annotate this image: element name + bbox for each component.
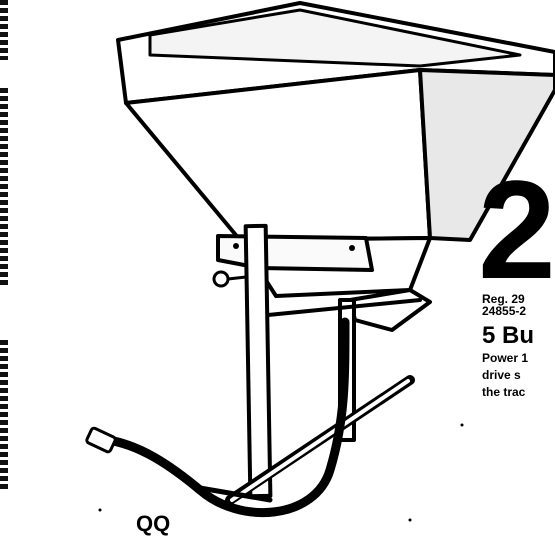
hopper-opening <box>148 8 522 68</box>
reg-number-line1: Reg. 29 <box>482 293 525 306</box>
cross-bar <box>197 485 273 503</box>
headline: 5 Bu <box>482 322 535 349</box>
brace-upper <box>266 298 422 317</box>
ad-number: 2 <box>478 151 555 308</box>
description-line-2: drive s <box>482 368 521 382</box>
binding-edge-low <box>0 340 8 490</box>
ad-text-block: Reg. 29 24855-2 5 Bu Power 1 drive s the… <box>482 293 555 400</box>
bottom-mark: QQ <box>136 511 171 536</box>
hydraulic-hose <box>103 317 350 518</box>
frame-post-left <box>243 223 273 499</box>
binding-edge-top <box>0 0 8 60</box>
hitch-pin <box>212 270 230 288</box>
hose-fitting <box>85 426 117 454</box>
binding-edge-mid <box>0 88 8 288</box>
description-line-1: Power 1 <box>482 351 529 365</box>
brace-lower-inner <box>230 379 410 502</box>
reg-number-line2: 24855-2 <box>482 304 527 318</box>
spout <box>348 288 432 332</box>
hopper-side <box>418 68 555 242</box>
description-line-3: the trac <box>482 385 526 399</box>
mount-plate <box>216 234 374 272</box>
